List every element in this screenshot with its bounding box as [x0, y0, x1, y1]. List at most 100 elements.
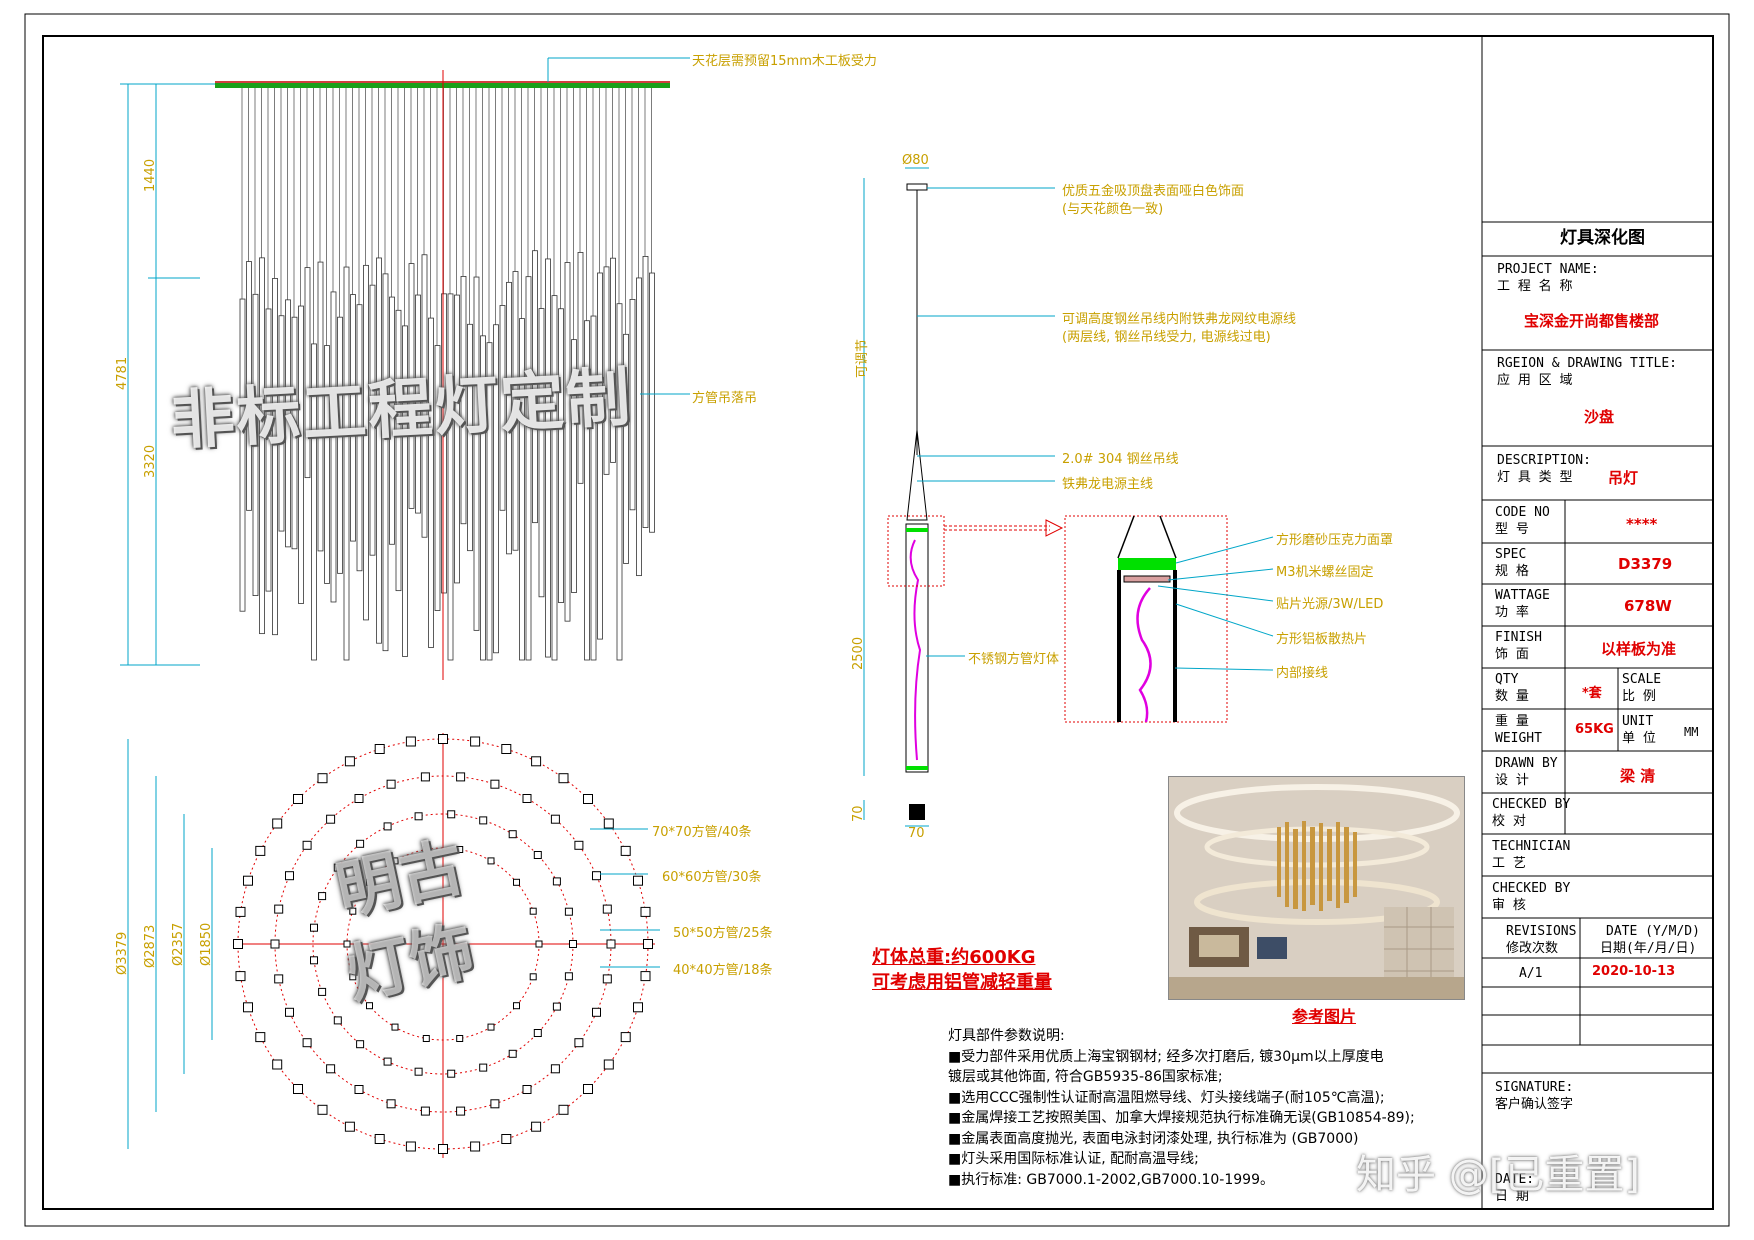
plan-tube-square: [531, 756, 542, 767]
revisions-label-en: REVISIONS: [1506, 924, 1577, 939]
plan-tube-square: [302, 1038, 312, 1048]
plan-tube-square: [414, 812, 423, 821]
pendant-tube: [434, 345, 441, 611]
plan-tube-square: [583, 794, 593, 804]
pendant-tube: [486, 342, 493, 661]
plan-tube-square: [574, 840, 584, 850]
plan-tube-square: [522, 794, 532, 803]
pendant-tube: [610, 257, 616, 463]
detail-len-2500: 2500: [851, 636, 866, 670]
plan-tube-square: [640, 906, 651, 917]
unit-label-en: UNIT: [1622, 714, 1654, 729]
plan-tube-square: [508, 1049, 517, 1058]
checked2-label-en: CHECKED BY: [1492, 881, 1571, 896]
plan-tube-square: [456, 1035, 464, 1042]
pendant-tube: [239, 298, 246, 612]
pendant-tube: [525, 276, 532, 661]
pendant-tube: [584, 320, 590, 661]
technician-label-en: TECHNICIAN: [1492, 839, 1571, 854]
pendant-tube: [382, 273, 389, 652]
signature-label-cn: 客户确认签字: [1495, 1097, 1574, 1112]
plan-tube-square: [420, 1106, 430, 1116]
spec-note-line: 镀层或其他饰面, 符合GB5935-86国家标准;: [948, 1069, 1223, 1085]
reference-caption: 参考图片: [1292, 1007, 1357, 1026]
weight-note-1: 灯体总重:约600KG: [872, 947, 1036, 968]
project-name-value: 宝深金开尚都售楼部: [1524, 312, 1660, 330]
plan-tube-square: [354, 794, 364, 803]
pendant-tube: [597, 272, 603, 640]
plan-tube-square: [533, 1029, 542, 1037]
plan-tube-square: [235, 906, 246, 917]
pendant-tube: [389, 296, 395, 545]
plan-tube-square: [270, 939, 280, 949]
revisions-label-cn: 修改次数: [1506, 941, 1559, 956]
plan-tube-square: [285, 871, 294, 881]
plan-tube-square: [470, 736, 481, 747]
ceiling-note: 天花层需预留15mm木工板受力: [692, 54, 877, 69]
zoom-detail: [1064, 515, 1274, 723]
pendant-tube: [629, 299, 636, 511]
plan-tube-square: [318, 892, 327, 901]
plan-tube-square: [592, 1007, 601, 1017]
plan-tube-square: [550, 814, 560, 824]
plan-tube-square: [602, 904, 612, 914]
spec-note-line: ■金属焊接工艺按照美国、加拿大焊接规范执行标准确无误(GB10854-89);: [948, 1110, 1415, 1126]
plan-tube-square: [552, 1002, 561, 1011]
plan-tube-square: [233, 939, 243, 949]
detail-width-70: 70: [908, 826, 925, 841]
plan-tube-square: [533, 851, 542, 859]
pendant-tube: [369, 284, 376, 556]
unit-value: MM: [1684, 725, 1699, 739]
region-value: 沙盘: [1584, 408, 1615, 426]
drawing-heading: 灯具深化图: [1560, 228, 1645, 248]
region-label-en: RGEION & DRAWING TITLE:: [1497, 356, 1678, 371]
finish-label-cn: 饰 面: [1495, 647, 1529, 662]
dim-bottom: 3320: [143, 444, 158, 478]
pendant-detail: [863, 167, 1064, 827]
pendant-tube: [551, 295, 558, 661]
weight-label-en: WEIGHT: [1495, 731, 1542, 746]
plan-tube-square: [366, 1002, 373, 1010]
plan-tube-square: [318, 987, 327, 996]
plan-tube-square: [344, 1121, 355, 1132]
plan-tube-square: [420, 772, 430, 782]
plan-tube-square: [356, 839, 365, 848]
pendant-tube: [265, 308, 272, 592]
plan-tube-square: [349, 907, 357, 915]
plan-dim-3: Ø2357: [171, 922, 186, 966]
plan-tube-square: [422, 846, 430, 853]
plan-tube-square: [606, 939, 616, 949]
plan-tube-square: [333, 863, 342, 872]
tube-body-note: 不锈钢方管灯体: [968, 652, 1060, 667]
pendant-tube: [402, 325, 408, 657]
plan-tube-square: [383, 1057, 392, 1066]
plan-tube-square: [529, 907, 537, 915]
canopy-note-1: 优质五金吸顶盘表面哑白色饰面: [1062, 184, 1245, 199]
drawn-label-cn: 设 计: [1495, 773, 1529, 788]
plan-tube-square: [326, 1064, 336, 1074]
plan-tube-square: [643, 939, 653, 949]
pendant-tube: [564, 262, 571, 622]
ring-label-50: 50*50方管/25条: [673, 926, 773, 941]
pendant-tube: [395, 309, 402, 592]
plan-tube-square: [501, 1134, 512, 1144]
plan-tube-square: [603, 1059, 614, 1070]
pendant-tube: [538, 308, 545, 598]
zoom-note-3: 贴片光源/3W/LED: [1276, 597, 1384, 612]
plan-tube-square: [438, 1144, 448, 1154]
pendant-tube: [441, 293, 447, 594]
plan-tube-square: [620, 845, 631, 856]
plan-tube-square: [564, 972, 573, 981]
zoom-note-4: 方形铝板散热片: [1276, 632, 1368, 647]
pendant-tube: [590, 315, 597, 661]
plan-tube-square: [391, 857, 399, 865]
date2-label-en: DATE:: [1495, 1172, 1535, 1187]
pendant-tube: [571, 339, 577, 593]
plan-tube-square: [405, 1141, 416, 1152]
pendant-tube: [408, 263, 415, 509]
plan-tube-square: [317, 773, 328, 784]
zoom-note-1: 方形磨砂压克力面罩: [1276, 533, 1394, 548]
pendant-tube: [343, 266, 350, 661]
plan-tube-square: [293, 794, 303, 804]
pendant-tube: [278, 315, 285, 532]
